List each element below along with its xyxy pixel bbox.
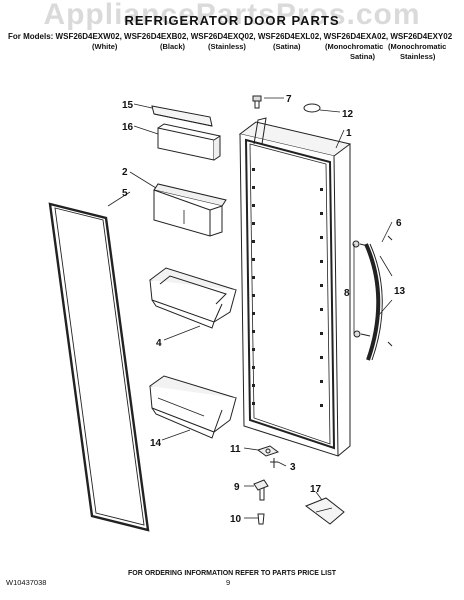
variant-mono-satina-2: Satina)	[350, 52, 376, 61]
part-7-screw	[252, 95, 262, 109]
callout-3: 3	[290, 462, 296, 473]
part-17-hinge-cover	[304, 497, 345, 525]
models-line: For Models: WSF26D4EXW02, WSF26D4EXB02, …	[8, 32, 453, 41]
door-bin-supports	[252, 168, 323, 407]
callout-15: 15	[122, 100, 134, 111]
callout-2: 2	[122, 167, 128, 178]
callout-4: 4	[156, 338, 162, 349]
part-14-lower-bin	[148, 375, 238, 439]
part-11-bushing	[256, 445, 280, 457]
part-15-shelf-cover	[151, 105, 213, 127]
document-number: W10437038	[6, 578, 47, 587]
part-5-door-gasket	[48, 202, 150, 532]
variant-mono-satina-1: (Monochromatic	[325, 42, 384, 51]
part-16-shelf-trim	[157, 123, 221, 161]
callout-7: 7	[286, 94, 292, 105]
callout-6: 6	[396, 218, 402, 229]
footer-note: FOR ORDERING INFORMATION REFER TO PARTS …	[127, 570, 337, 577]
part-12-washer	[303, 103, 321, 113]
page-number: 9	[226, 578, 231, 587]
callout-13: 13	[394, 286, 406, 297]
callout-16: 16	[122, 122, 134, 133]
callout-9: 9	[234, 482, 240, 493]
part-4-large-bin	[148, 267, 237, 329]
part-2-small-bin	[153, 183, 227, 237]
variant-mono-stainless-2: Stainless)	[400, 52, 436, 61]
part-1-door-assembly	[238, 117, 352, 457]
variant-stainless: (Stainless)	[208, 42, 246, 51]
leader-lines	[107, 97, 393, 519]
callout-10: 10	[230, 514, 242, 525]
variant-mono-stainless-1: (Monochromatic	[388, 42, 447, 51]
callout-11: 11	[230, 444, 241, 455]
part-10-screw	[257, 513, 265, 525]
watermark: AppliancePartsPros.com	[43, 0, 421, 31]
callout-5: 5	[122, 188, 128, 199]
callout-14: 14	[150, 438, 162, 449]
variant-satina: (Satina)	[273, 42, 301, 51]
callout-1: 1	[346, 128, 352, 139]
callout-8: 8	[344, 288, 350, 299]
part-9-hinge-pin	[253, 479, 269, 501]
variant-white: (White)	[92, 42, 118, 51]
page-title: REFRIGERATOR DOOR PARTS	[124, 13, 340, 28]
callout-12: 12	[342, 109, 354, 120]
part-8-handle	[352, 235, 393, 361]
variant-black: (Black)	[160, 42, 186, 51]
callout-17: 17	[310, 484, 322, 495]
part-3-screw	[270, 458, 278, 468]
